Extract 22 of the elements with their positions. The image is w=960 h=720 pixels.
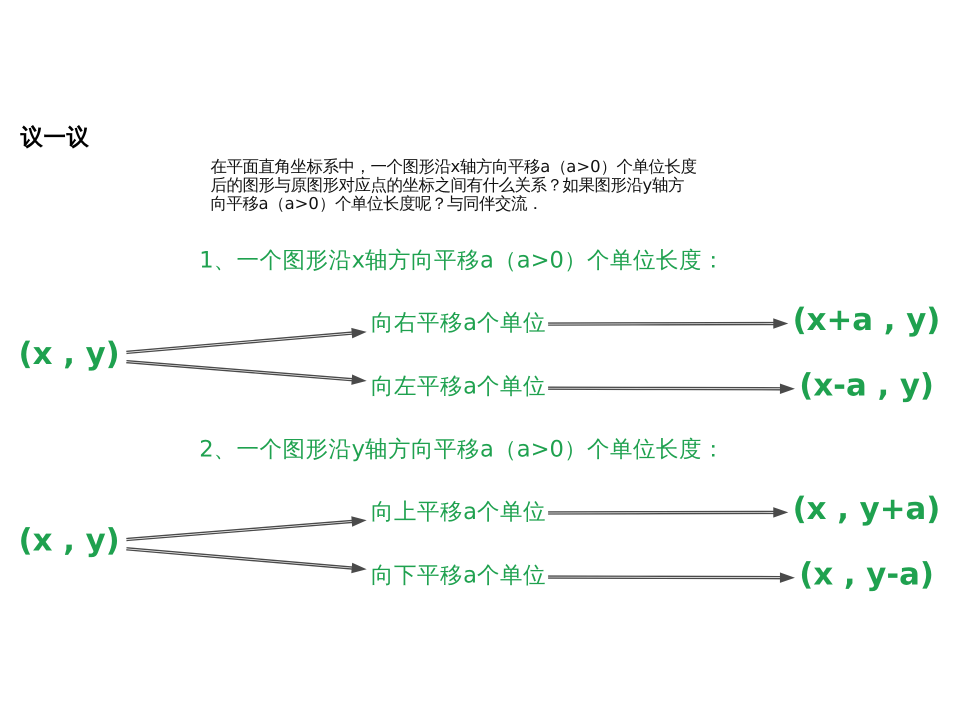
node-text: (x , y) xyxy=(18,335,120,372)
arrow xyxy=(548,572,795,582)
node-text: (x , y+a) xyxy=(792,490,940,526)
node-text: 向上平移a个单位 xyxy=(371,498,546,524)
node-text: (x-a , y) xyxy=(799,367,934,404)
arrow xyxy=(126,516,367,541)
label: 在平面直角坐标系中，一个图形沿x轴方向平移a（a>0）个单位长度后的图形与原图形对应点的坐标之间有什么关系？如果图形沿y轴方向平移a（a>0）个单位长度呢？与同伴交流． xyxy=(210,156,697,213)
node-text: 向下平移a个单位 xyxy=(371,562,546,588)
arrow xyxy=(126,359,367,384)
arrow xyxy=(548,383,795,394)
arrow xyxy=(126,546,367,573)
diagram-title: 议一议 xyxy=(20,124,90,150)
label: 1、一个图形沿x轴方向平移a（a>0）个单位长度： xyxy=(199,246,725,273)
arrow xyxy=(548,318,788,328)
node-text: (x , y-a) xyxy=(799,556,934,592)
label: 2、一个图形沿y轴方向平移a（a>0）个单位长度： xyxy=(199,436,725,462)
arrow xyxy=(548,506,788,518)
node-text: 向左平移a个单位 xyxy=(371,373,546,400)
node-text: (x+a , y) xyxy=(792,301,940,338)
node-text: 向右平移a个单位 xyxy=(371,310,546,336)
arrow xyxy=(126,327,367,354)
node-text: (x , y) xyxy=(18,522,120,558)
